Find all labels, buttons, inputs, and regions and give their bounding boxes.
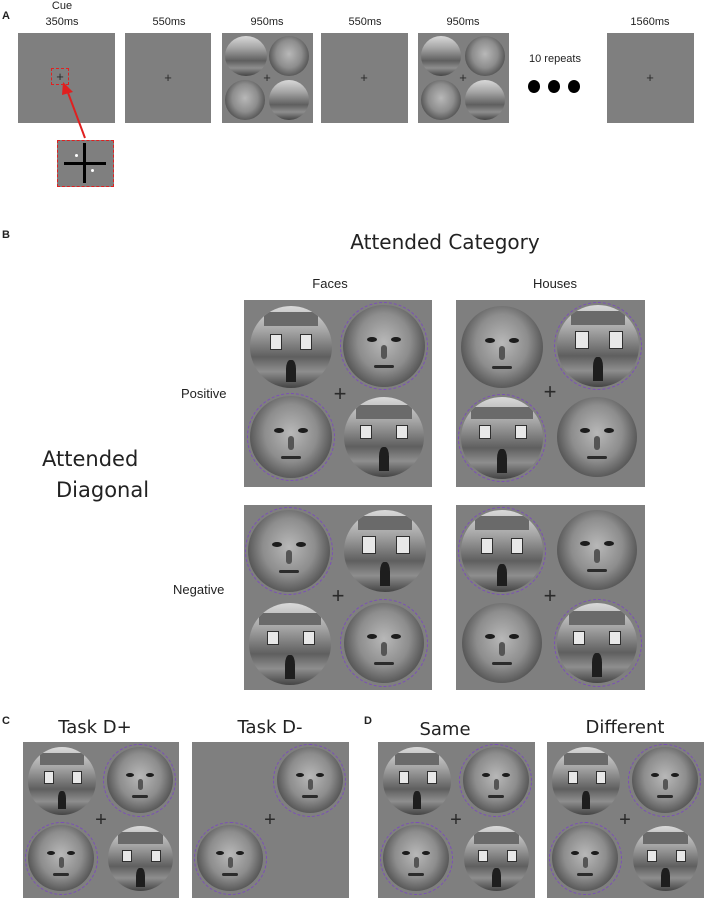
timing-4: 550ms: [348, 16, 382, 28]
same-grid: +: [378, 742, 535, 898]
house-image: [250, 306, 332, 388]
fixation-cross: +: [56, 69, 64, 84]
attended-circle: [554, 599, 642, 687]
fixation-cross: +: [164, 70, 172, 85]
fixation-cross: +: [543, 583, 557, 608]
row-positive: Positive: [181, 386, 227, 401]
cue-dot: [91, 169, 94, 172]
row-negative: Negative: [173, 582, 225, 597]
face-image: [462, 603, 542, 683]
attended-circle: [103, 744, 176, 817]
cue-highlight-box: [51, 68, 69, 85]
grid-faces-positive: +: [244, 300, 432, 487]
timing-1: 350ms: [45, 16, 79, 28]
house-image: [269, 80, 309, 120]
stimulus-screen-1: +: [222, 33, 313, 123]
task-d-minus-grid: +: [192, 742, 349, 898]
task-d-plus-grid: +: [23, 742, 179, 898]
column-faces: Faces: [312, 276, 348, 291]
face-image: [557, 397, 637, 477]
timing-5: 950ms: [446, 16, 480, 28]
attended-circle: [25, 822, 98, 895]
face-image: [421, 80, 461, 120]
zoom-cross-vertical: [83, 143, 86, 183]
house-image: [552, 747, 620, 815]
task-d-minus-title: Task D-: [237, 717, 303, 738]
house-image: [383, 747, 451, 815]
face-image: [269, 36, 309, 76]
attended-circle: [458, 394, 546, 482]
attended-circle: [380, 822, 453, 895]
fixation-screen-1: +: [125, 33, 211, 123]
fixation-cross: +: [263, 70, 271, 85]
attended-axis-line1: Attended: [42, 447, 139, 471]
fixation-cross: +: [264, 809, 276, 831]
different-grid: +: [547, 742, 704, 898]
cue-screen: +: [18, 33, 115, 123]
attended-circle: [245, 507, 333, 595]
face-image: [225, 80, 265, 120]
different-title: Different: [585, 717, 665, 738]
attended-circle: [247, 393, 335, 481]
face-image: [461, 306, 543, 388]
grid-houses-positive: +: [456, 300, 645, 487]
repeats-label: 10 repeats: [529, 53, 581, 65]
house-image: [344, 397, 424, 477]
stimulus-screen-2: +: [418, 33, 509, 123]
grid-houses-negative: +: [456, 505, 645, 690]
fixation-cross: +: [333, 381, 347, 406]
timing-6: 1560ms: [630, 16, 670, 28]
house-image: [344, 510, 426, 592]
cue-label: Cue: [51, 0, 73, 12]
timing-2: 550ms: [152, 16, 186, 28]
attended-circle: [194, 822, 267, 895]
task-d-plus-title: Task D+: [58, 717, 132, 738]
attended-axis-line2: Diagonal: [56, 478, 150, 502]
house-image: [465, 80, 505, 120]
attended-category-title: Attended Category: [350, 230, 540, 254]
attended-circle: [459, 744, 532, 817]
fixation-cross: +: [619, 809, 631, 831]
house-image: [28, 747, 96, 815]
fixation-screen-final: +: [607, 33, 694, 123]
attended-circle: [554, 302, 642, 390]
house-image: [225, 36, 267, 76]
timing-3: 950ms: [250, 16, 284, 28]
panel-d-label: D: [364, 715, 372, 727]
fixation-cross: +: [360, 70, 368, 85]
cue-zoom-arrow: [62, 82, 86, 139]
ellipsis-dots: [528, 80, 584, 94]
house-image: [249, 603, 331, 685]
fixation-screen-2: +: [321, 33, 408, 123]
panel-b-label: B: [2, 229, 10, 241]
panel-c-label: C: [2, 715, 10, 727]
fixation-cross: +: [646, 70, 654, 85]
fixation-cross: +: [450, 809, 462, 831]
attended-circle: [549, 822, 622, 895]
attended-circle: [628, 744, 701, 817]
fixation-cross: +: [95, 809, 107, 831]
column-houses: Houses: [532, 276, 578, 291]
cue-zoom-inset: [57, 140, 114, 187]
attended-circle: [340, 302, 428, 390]
attended-circle: [340, 599, 428, 687]
same-title: Same: [419, 719, 471, 740]
face-image: [557, 510, 637, 590]
house-image: [633, 826, 698, 891]
panel-a-label: A: [2, 10, 10, 22]
cue-dot: [75, 154, 78, 157]
grid-faces-negative: +: [244, 505, 432, 690]
attended-circle: [273, 744, 346, 817]
house-image: [421, 36, 461, 76]
fixation-cross: +: [543, 379, 557, 404]
house-image: [464, 826, 529, 891]
fixation-cross: +: [459, 70, 467, 85]
house-image: [108, 826, 173, 891]
fixation-cross: +: [331, 583, 345, 608]
face-image: [465, 36, 505, 76]
attended-circle: [458, 507, 546, 595]
